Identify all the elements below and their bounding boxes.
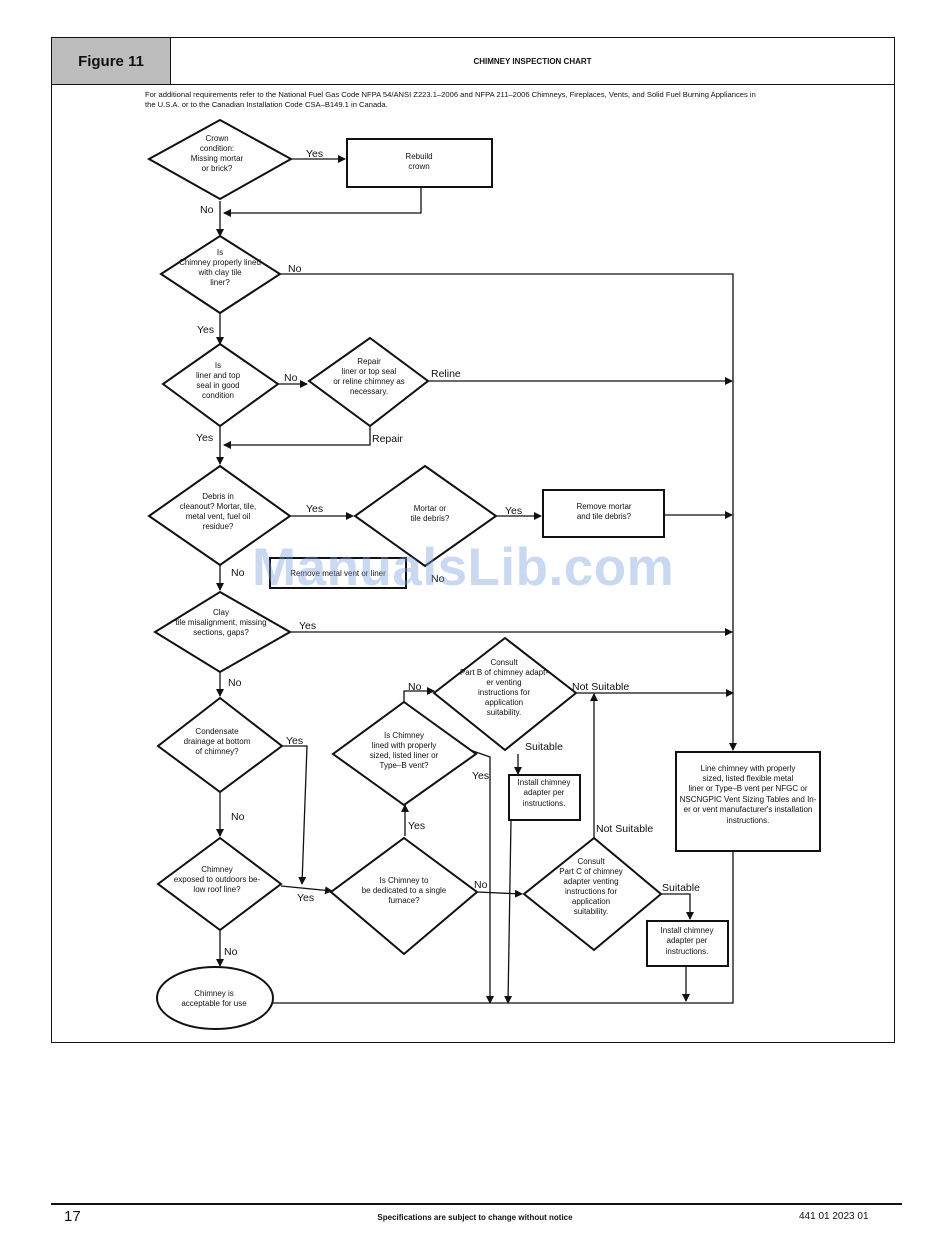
label-yes: Yes xyxy=(306,148,323,160)
label-repair: Repair xyxy=(372,433,403,445)
label-no: No xyxy=(431,573,445,585)
chart-title: CHIMNEY INSPECTION CHART xyxy=(171,38,894,85)
label-yes: Yes xyxy=(505,505,522,517)
intro-text: For additional requirements refer to the… xyxy=(145,90,795,110)
label-not-suitable: Not Suitable xyxy=(596,823,653,835)
intro-line-2: the U.S.A. or to the Canadian Installati… xyxy=(145,100,388,109)
figure-label: Figure 11 xyxy=(52,38,171,85)
label-yes: Yes xyxy=(297,892,314,904)
label-yes: Yes xyxy=(286,735,303,747)
label-reline: Reline xyxy=(431,368,461,380)
label-yes: Yes xyxy=(306,503,323,515)
label-yes: Yes xyxy=(197,324,214,336)
label-no: No xyxy=(200,204,214,216)
box-remove-metal-vent-text: Remove metal vent or liner xyxy=(290,569,386,578)
label-no: No xyxy=(224,946,238,958)
document-number: 441 01 2023 01 xyxy=(799,1211,869,1222)
label-yes: Yes xyxy=(408,820,425,832)
label-no: No xyxy=(231,811,245,823)
footer-note: Specifications are subject to change wit… xyxy=(377,1213,573,1222)
label-yes: Yes xyxy=(196,432,213,444)
label-yes: Yes xyxy=(472,770,489,782)
label-suitable: Suitable xyxy=(525,741,563,753)
label-no: No xyxy=(284,372,298,384)
label-no: No xyxy=(231,567,245,579)
box-remove-metal-vent: Remove metal vent or liner xyxy=(269,557,407,589)
label-no: No xyxy=(288,263,302,275)
label-suitable: Suitable xyxy=(662,882,700,894)
figure-frame: Figure 11 CHIMNEY INSPECTION CHART For a… xyxy=(51,37,895,1043)
label-no: No xyxy=(228,677,242,689)
page-number: 17 xyxy=(64,1208,81,1225)
intro-line-1: For additional requirements refer to the… xyxy=(145,90,756,99)
watermark: ManualsLib.com xyxy=(252,538,675,597)
branch-labels: Yes No No Yes No Reline Yes Repair Yes Y… xyxy=(196,148,700,958)
label-not-suitable: Not Suitable xyxy=(572,681,629,693)
connectors xyxy=(216,155,737,1007)
footer-rule xyxy=(51,1203,902,1205)
label-yes: Yes xyxy=(299,620,316,632)
label-no: No xyxy=(474,879,488,891)
label-no: No xyxy=(408,681,422,693)
